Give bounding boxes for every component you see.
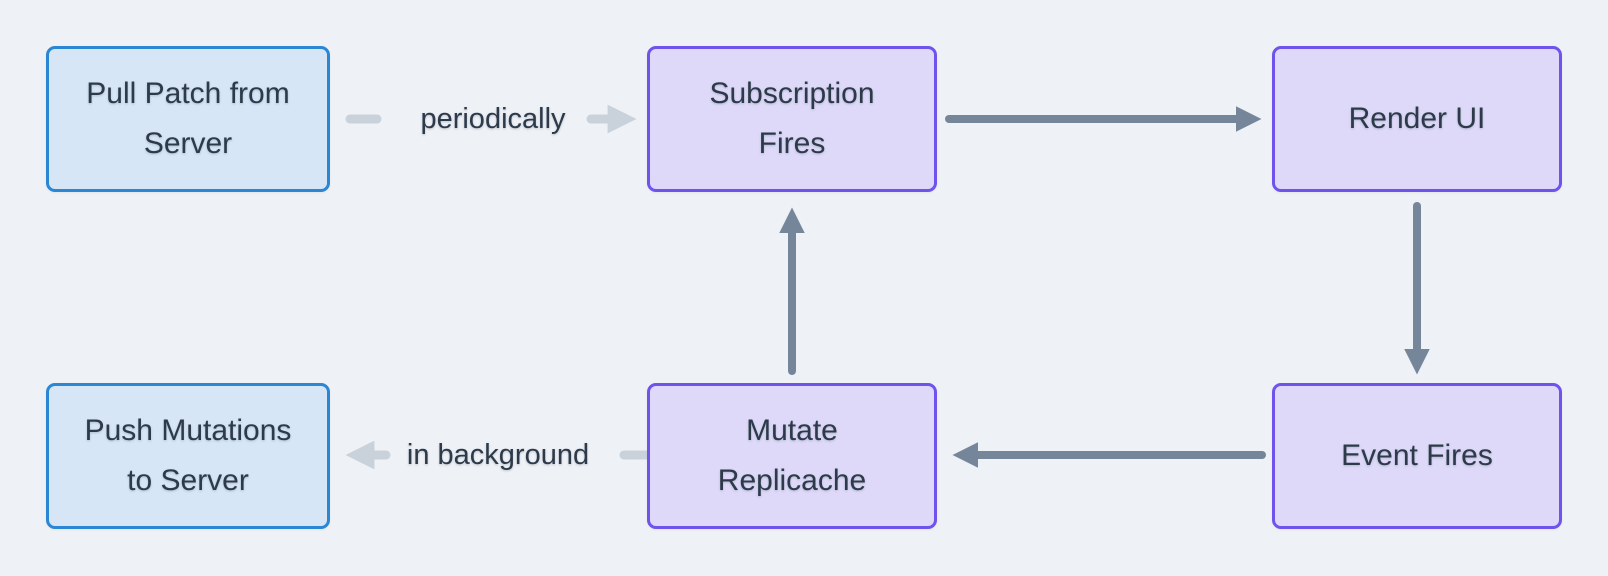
node-pull-patch-label: Pull Patch from Server xyxy=(86,77,290,160)
edge-label-in-background: in background xyxy=(406,438,590,471)
node-render-ui-label: Render UI xyxy=(1348,102,1486,135)
node-push-mutations-label: Push Mutations to Server xyxy=(84,414,292,497)
node-subscription-fires-label: Subscription Fires xyxy=(709,77,875,160)
node-subscription-fires: Subscription Fires xyxy=(647,46,937,192)
node-pull-patch-from-server: Pull Patch from Server xyxy=(46,46,330,192)
node-event-fires: Event Fires xyxy=(1272,383,1562,529)
node-mutate-replicache-label: Mutate Replicache xyxy=(717,414,867,497)
node-render-ui: Render UI xyxy=(1272,46,1562,192)
node-push-mutations-to-server: Push Mutations to Server xyxy=(46,383,330,529)
edge-label-periodically: periodically xyxy=(420,102,566,135)
node-event-fires-label: Event Fires xyxy=(1341,439,1493,472)
node-mutate-replicache: Mutate Replicache xyxy=(647,383,937,529)
